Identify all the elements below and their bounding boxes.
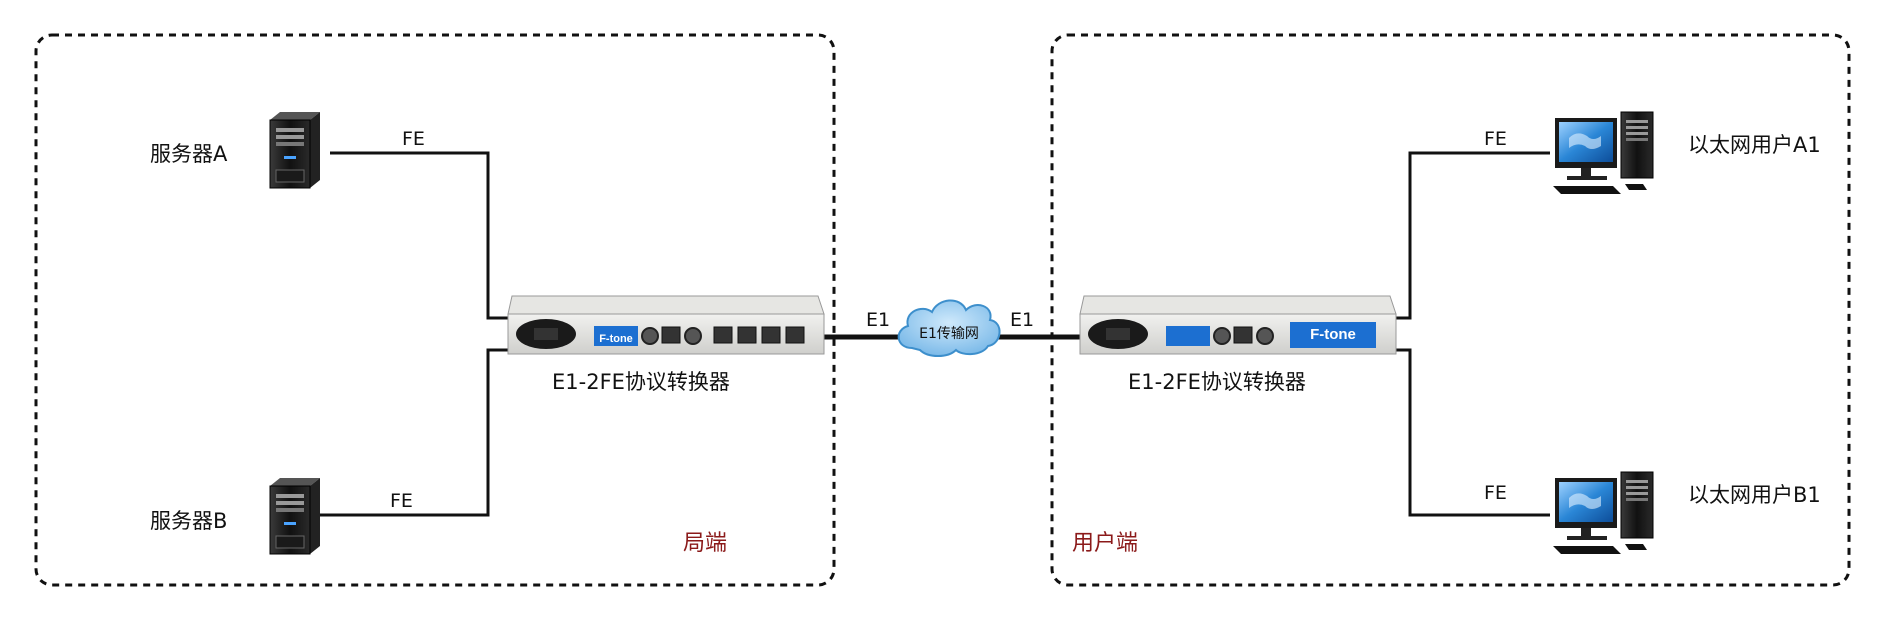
right-zone-label: 用户端 bbox=[1072, 531, 1139, 556]
left-zone-border bbox=[34, 33, 836, 587]
link-label-fe-user-a: FE bbox=[1484, 128, 1507, 150]
e1-label-right: E1 bbox=[1010, 309, 1035, 331]
link-label-fe-user-b: FE bbox=[1484, 482, 1507, 504]
link-label-fe-b: FE bbox=[390, 490, 413, 512]
desktop-computer-icon bbox=[1553, 111, 1654, 194]
user-a-label: 以太网用户A1 bbox=[1688, 133, 1821, 157]
cloud-icon bbox=[897, 299, 1001, 357]
cable-user-a bbox=[1394, 151, 1550, 320]
cable-server-b bbox=[320, 348, 512, 517]
server-a-label: 服务器A bbox=[150, 142, 228, 166]
server-icon bbox=[269, 478, 320, 555]
converter-device-icon bbox=[1079, 295, 1397, 355]
converter-device-icon bbox=[507, 295, 825, 355]
right-converter-label: E1-2FE协议转换器 bbox=[1128, 370, 1306, 394]
right-zone-border bbox=[1050, 33, 1851, 587]
left-zone-label: 局端 bbox=[683, 531, 728, 556]
cloud-label: E1传输网 bbox=[919, 326, 979, 342]
user-b-label: 以太网用户B1 bbox=[1688, 483, 1821, 507]
left-converter-label: E1-2FE协议转换器 bbox=[552, 370, 730, 394]
e1-label-left: E1 bbox=[866, 309, 891, 331]
desktop-computer-icon bbox=[1553, 471, 1654, 554]
server-b-label: 服务器B bbox=[150, 509, 228, 533]
link-label-fe-a: FE bbox=[402, 128, 425, 150]
cable-user-b bbox=[1394, 348, 1550, 517]
right-brand-badge: F-tone bbox=[1310, 326, 1356, 343]
left-brand-badge: F-tone bbox=[599, 333, 633, 345]
server-icon bbox=[269, 112, 320, 189]
cable-server-a bbox=[330, 151, 512, 320]
